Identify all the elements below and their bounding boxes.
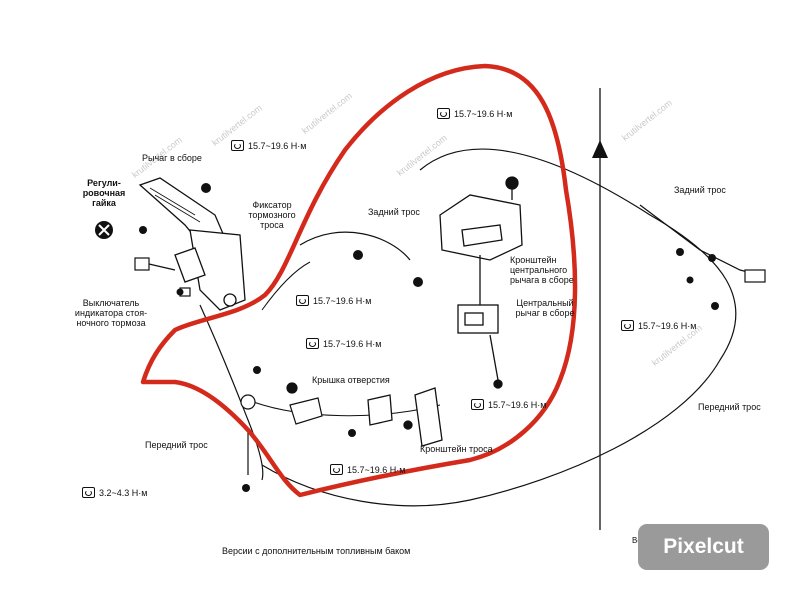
cable-joint xyxy=(240,394,256,410)
rear-cable-right-line xyxy=(639,204,761,276)
rear-cable-loop xyxy=(261,148,737,507)
bolt xyxy=(253,366,261,374)
adjusting-nut-label: Регули- ровочная гайка xyxy=(82,178,126,208)
bolt xyxy=(139,226,147,234)
indicator-switch-label: Выключатель индикатора стоя- ночного тор… xyxy=(74,298,148,328)
rear-cable-center-line xyxy=(299,231,411,261)
indicator-switch-shape xyxy=(134,257,191,297)
lever-assembly-shape xyxy=(138,177,246,311)
center-bracket-shape xyxy=(439,176,523,261)
rear-cable-right-label: Задний трос xyxy=(674,185,726,195)
bolt xyxy=(413,277,423,287)
front-cable-mid-line xyxy=(247,399,441,417)
torque-wrench-icon xyxy=(82,487,95,498)
torque-spec: 15.7~19.6 Н·м xyxy=(296,295,371,306)
torque-wrench-icon xyxy=(621,320,634,331)
bolt xyxy=(353,250,363,260)
pixelcut-badge: Pixelcut xyxy=(638,524,769,570)
clip-bolt xyxy=(708,254,716,262)
torque-wrench-icon xyxy=(330,464,343,475)
bolt xyxy=(176,288,184,296)
torque-wrench-icon xyxy=(471,399,484,410)
divider-arrow-icon xyxy=(592,140,608,158)
cable-bracket-shape xyxy=(367,387,443,447)
torque-spec: 15.7~19.6 Н·м xyxy=(437,108,512,119)
bolt xyxy=(242,484,250,492)
bolt xyxy=(201,183,211,193)
torque-spec: 3.2~4.3 Н·м xyxy=(82,487,147,498)
torque-spec: 15.7~19.6 Н·м xyxy=(306,338,381,349)
cable-lock-label: Фиксатор тормозного троса xyxy=(248,200,296,230)
torque-wrench-icon xyxy=(296,295,309,306)
rear-cable-center-label: Задний трос xyxy=(368,207,420,217)
rear-cable-end-bracket xyxy=(744,269,766,283)
clip-bolt xyxy=(676,248,684,256)
center-lever-label: Центральный рычаг в сборе xyxy=(515,298,575,318)
red-highlight-outline xyxy=(140,63,578,498)
front-cable-left-label: Передний трос xyxy=(145,440,208,450)
center-lever-shape xyxy=(457,255,503,389)
clip-bolt xyxy=(711,302,719,310)
footer-caption: Версии с дополнительным топливным баком xyxy=(222,546,411,556)
torque-wrench-icon xyxy=(231,140,244,151)
torque-spec: 15.7~19.6 Н·м xyxy=(231,140,306,151)
lever-assembly-label: Рычаг в сборе xyxy=(142,153,202,163)
front-cable-left-line xyxy=(199,304,264,481)
torque-spec: 15.7~19.6 Н·м xyxy=(471,399,546,410)
center-bracket-label: Кронштейн центрального рычага в сборе xyxy=(510,255,574,285)
front-cable-right-label: Передний трос xyxy=(698,402,761,412)
torque-spec: 15.7~19.6 Н·м xyxy=(330,464,405,475)
cable-bracket-label: Кронштейн троса xyxy=(420,444,493,454)
torque-spec: 15.7~19.6 Н·м xyxy=(621,320,696,331)
adjusting-nut-icon xyxy=(95,221,113,239)
hole-cover-shape xyxy=(286,382,323,425)
torque-wrench-icon xyxy=(306,338,319,349)
torque-wrench-icon xyxy=(437,108,450,119)
clip-bolt xyxy=(686,276,694,284)
cable-lock-line xyxy=(261,261,311,311)
bolt xyxy=(348,429,356,437)
hole-cover-label: Крышка отверстия xyxy=(312,375,390,385)
